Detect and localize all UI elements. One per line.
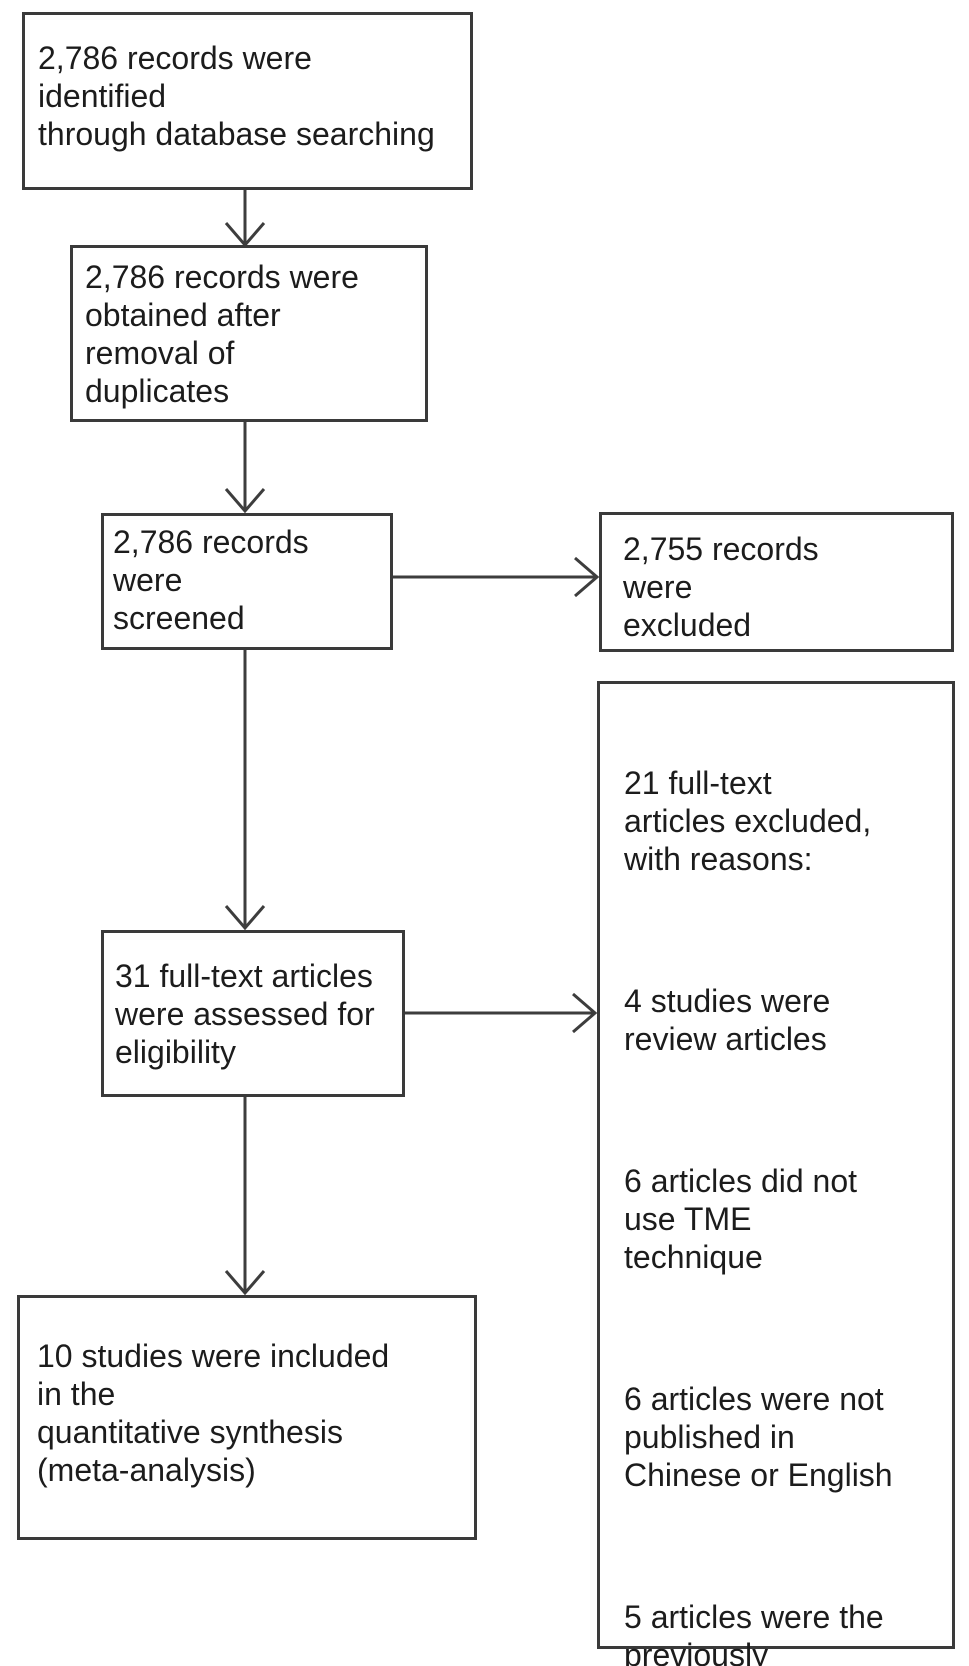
arrow-assessed-to-reasons [405, 992, 598, 1034]
exclusion-reason-previous-version: 5 articles were the previously published… [624, 1599, 884, 1666]
exclusion-reason-language: 6 articles were not published in Chinese… [624, 1381, 893, 1493]
box-records-after-duplicates-removed: 2,786 records were obtained after remova… [70, 245, 428, 422]
arrow-screened-to-excluded [393, 556, 600, 598]
box-studies-included: 10 studies were included in the quantita… [17, 1295, 477, 1540]
exclusion-reason-no-tme: 6 articles did not use TME technique [624, 1163, 858, 1275]
exclusion-reason-review-articles: 4 studies were review articles [624, 983, 831, 1057]
box-records-screened: 2,786 records were screened [101, 513, 393, 650]
arrow-screened-to-assessed [224, 650, 266, 931]
arrow-duplicates-to-screened [224, 422, 266, 514]
arrow-assessed-to-included [224, 1097, 266, 1296]
arrow-identified-to-duplicates [224, 190, 266, 248]
box-fulltext-excluded-reasons: 21 full-text articles excluded, with rea… [597, 681, 955, 1666]
box-records-identified: 2,786 records were identified through da… [22, 12, 473, 190]
exclusion-reasons-header: 21 full-text articles excluded, with rea… [624, 765, 872, 877]
box-fulltext-assessed: 31 full-text articles were assessed for … [101, 930, 405, 1097]
box-records-excluded: 2,755 records were excluded [599, 512, 954, 652]
